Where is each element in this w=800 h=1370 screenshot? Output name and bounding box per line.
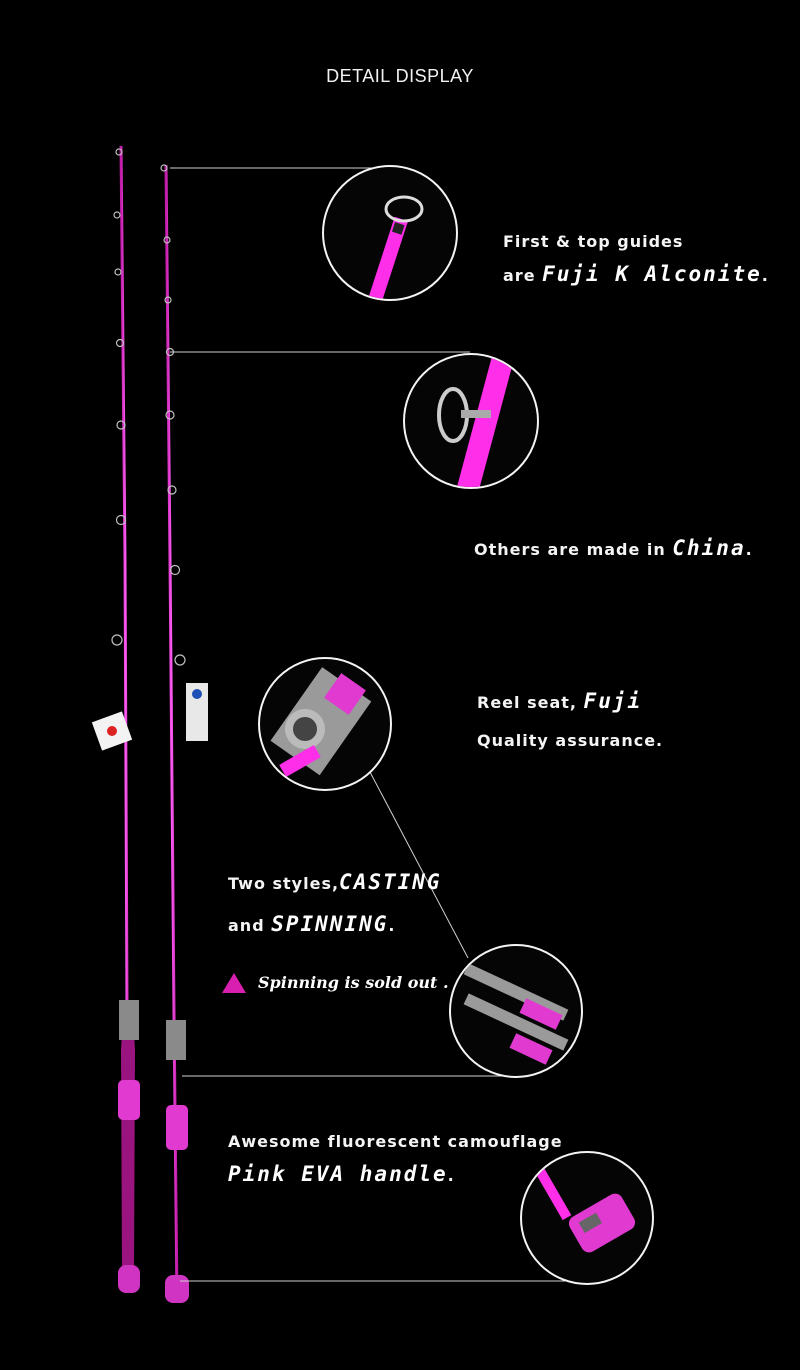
reel-seat-line2: Quality assurance. bbox=[477, 731, 664, 750]
rod-right-reel-seat bbox=[166, 1020, 186, 1060]
styles-suffix: . bbox=[388, 916, 396, 935]
handle-material: Pink EVA handle bbox=[228, 1162, 448, 1186]
rod-left-butt bbox=[121, 1000, 135, 1290]
styles-prefix: Two styles, bbox=[228, 874, 340, 893]
guides-line2-prefix: are bbox=[503, 266, 543, 285]
styles-callout: Two styles,CASTING and SPINNING. bbox=[228, 862, 442, 946]
handle-callout: Awesome fluorescent camouflage Pink EVA … bbox=[228, 1126, 563, 1192]
reel-seat-brand: Fuji bbox=[583, 689, 643, 713]
handle-line1: Awesome fluorescent camouflage bbox=[228, 1132, 563, 1151]
warning-triangle-icon bbox=[222, 972, 246, 993]
reel-seat-prefix: Reel seat, bbox=[477, 693, 584, 712]
guides-callout: First & top guides are Fuji K Alconite. bbox=[503, 226, 769, 292]
two-styles-zoom bbox=[449, 944, 583, 1078]
others-suffix: . bbox=[745, 540, 753, 559]
reel-seat-callout: Reel seat, Fuji Quality assurance. bbox=[477, 682, 663, 760]
handle-suffix: . bbox=[447, 1166, 455, 1185]
styles-spinning: SPINNING bbox=[271, 912, 389, 936]
reel-seat-zoom bbox=[258, 657, 392, 791]
sold-out-note: Spinning is sold out . bbox=[222, 972, 449, 993]
others-prefix: Others are made in bbox=[474, 540, 673, 559]
rod-guides bbox=[111, 148, 186, 666]
guide-ring-icon bbox=[384, 195, 424, 223]
guides-line1: First & top guides bbox=[503, 232, 684, 251]
leader-lines bbox=[170, 167, 590, 1282]
page-title: DETAIL DISPLAY bbox=[326, 66, 474, 86]
top-guide-zoom bbox=[322, 165, 458, 301]
middle-guide-zoom bbox=[403, 353, 539, 489]
guides-suffix: . bbox=[761, 266, 769, 285]
sold-out-text: Spinning is sold out . bbox=[258, 973, 449, 992]
styles-and: and bbox=[228, 916, 272, 935]
styles-casting: CASTING bbox=[339, 870, 442, 894]
rod-right-tag bbox=[186, 683, 208, 741]
rod-right-blank bbox=[164, 164, 179, 1301]
rod-left-tag bbox=[91, 711, 133, 751]
guides-brand: Fuji K Alconite bbox=[542, 262, 762, 286]
others-callout: Others are made in China. bbox=[474, 532, 753, 566]
others-origin: China bbox=[672, 536, 746, 560]
rod-left-reel-seat bbox=[119, 1000, 139, 1040]
